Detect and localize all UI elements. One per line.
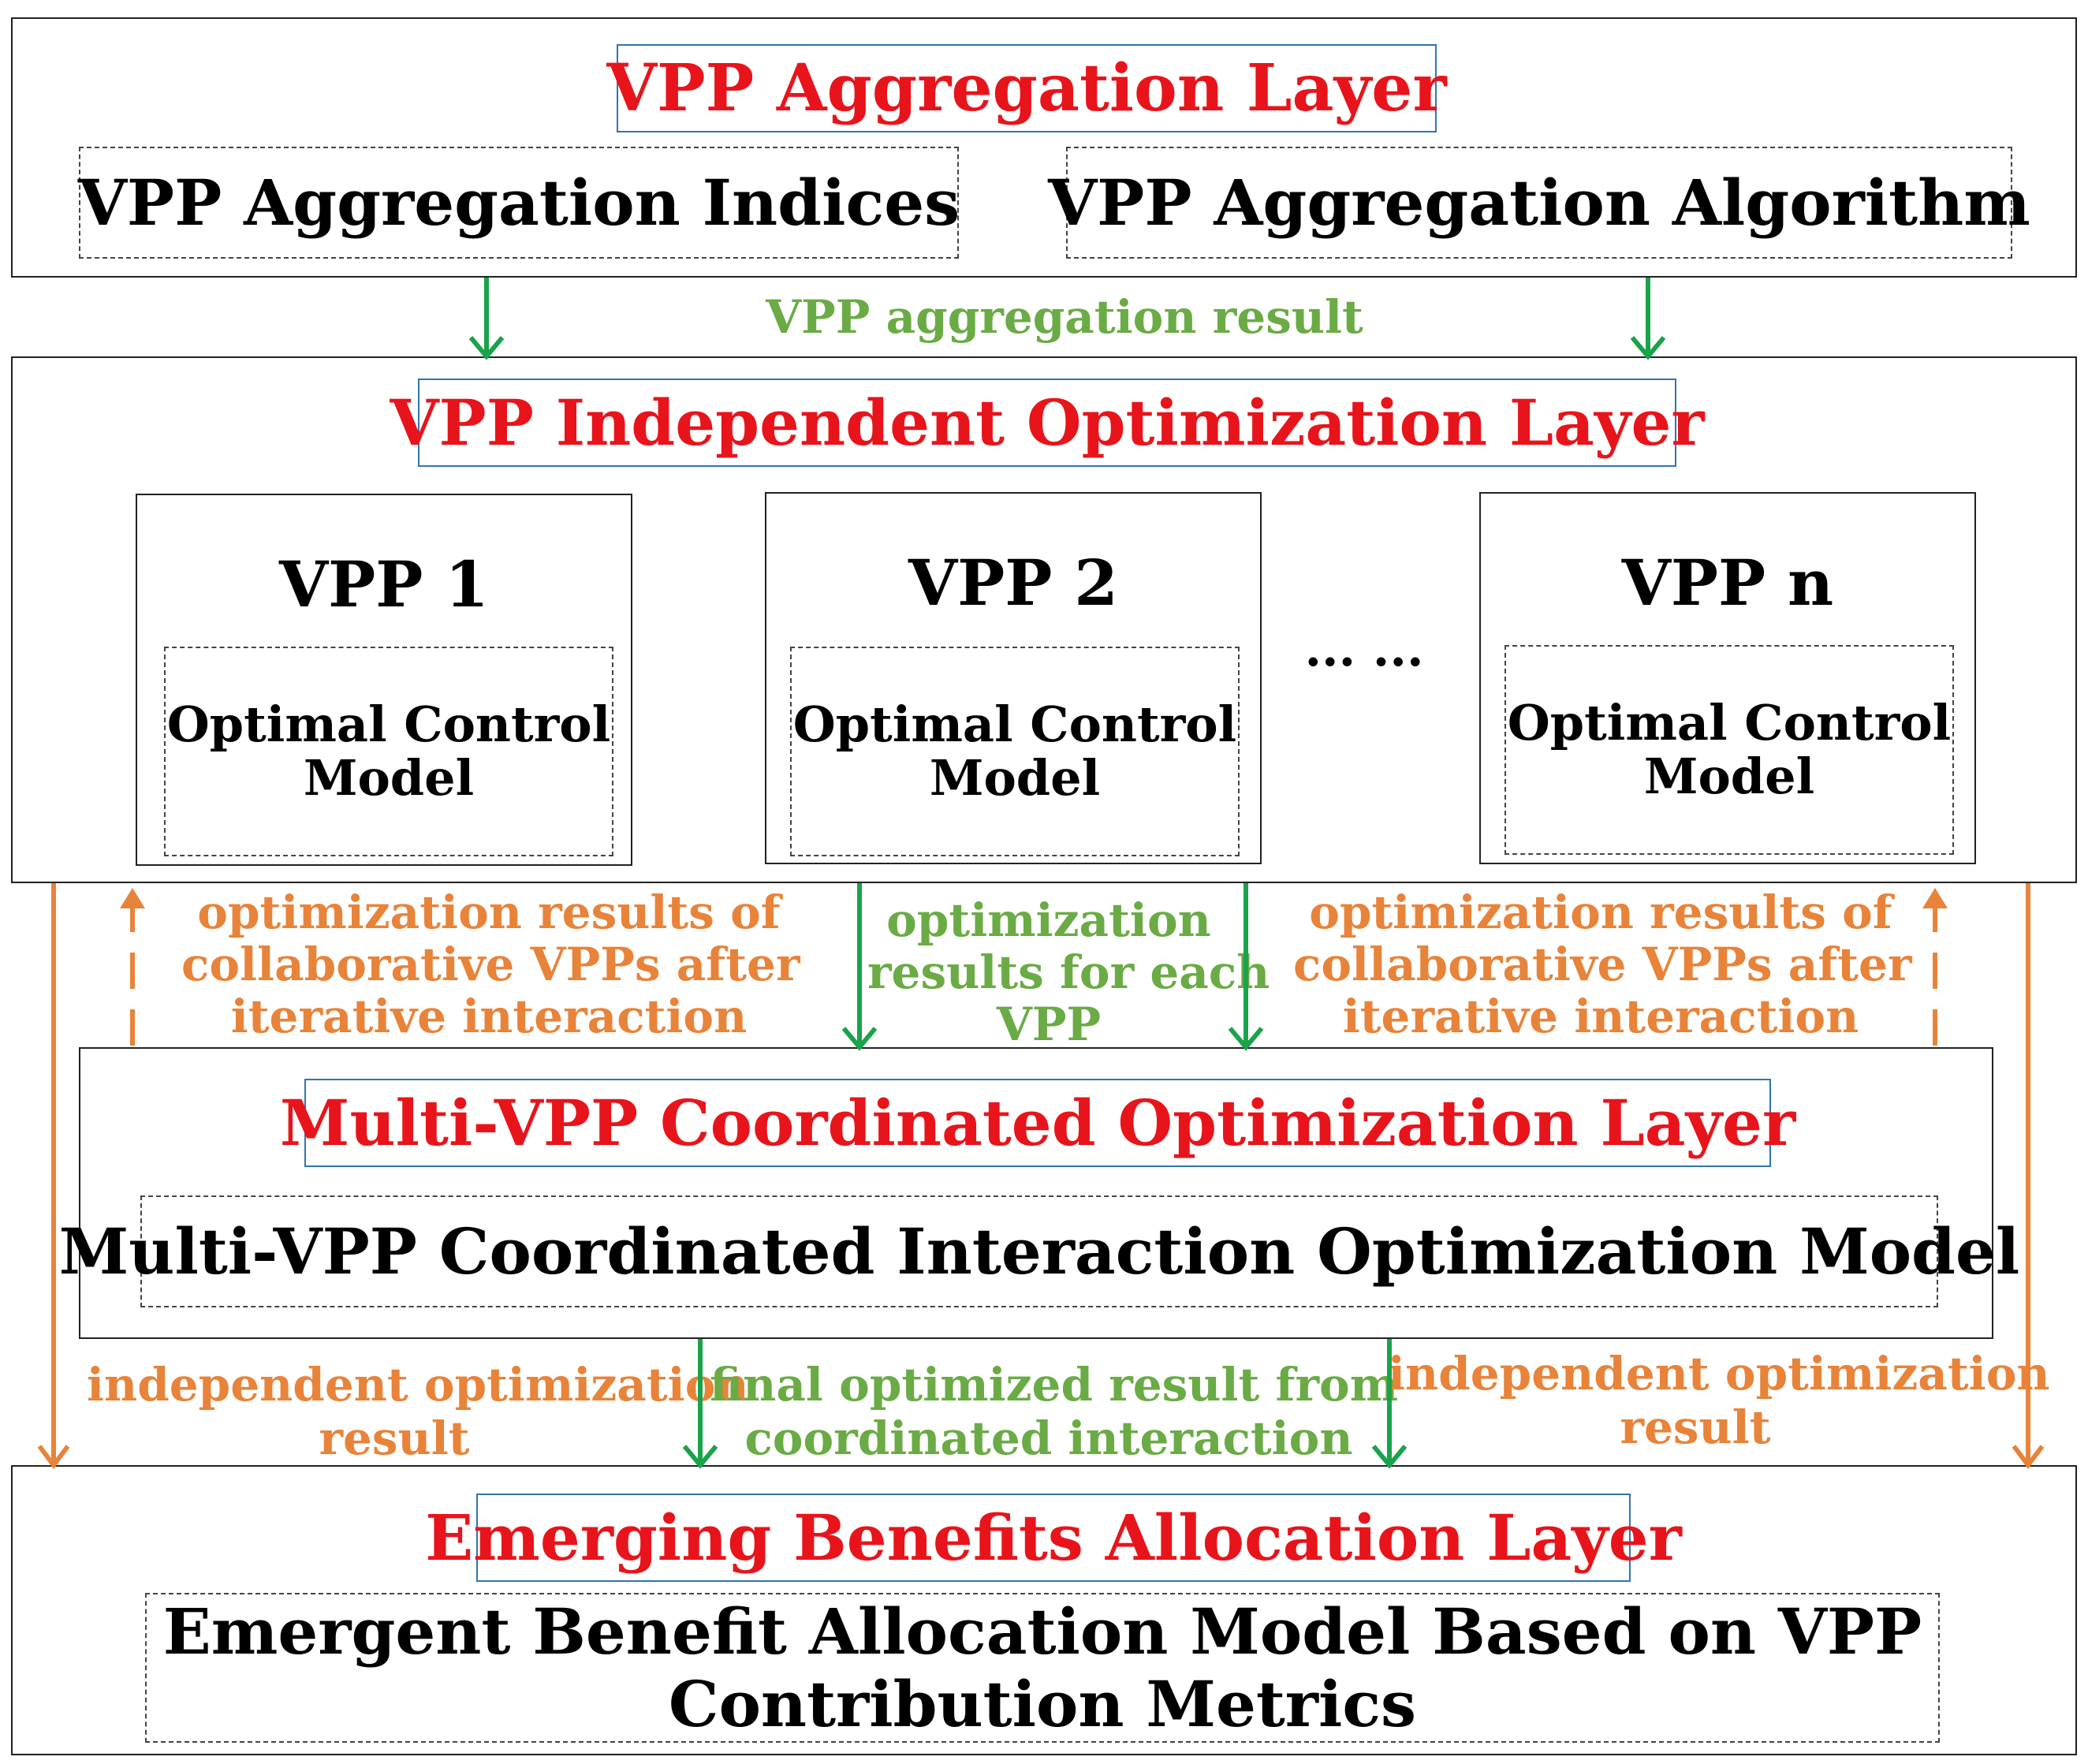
aggregation-result-label: VPP aggregation result: [766, 290, 1363, 344]
arrow-aggregation-to-independent-left: [468, 278, 505, 360]
vpp-2-box: VPP 2 Optimal Control Model: [765, 492, 1262, 864]
vpp-n-model-line1: Optimal Control: [1507, 694, 1952, 751]
arrow-coordinated-to-benefits-right: [1371, 1339, 1408, 1469]
benefit-model-line1: Emergent Benefit Allocation Model Based …: [162, 1594, 1922, 1669]
vpp-2-model: Optimal Control Model: [790, 647, 1240, 856]
vpp-1-model-line1: Optimal Control: [166, 696, 611, 753]
coordinated-layer-title: Multi-VPP Coordinated Optimization Layer: [280, 1079, 1795, 1167]
vpp-ellipsis: ... ...: [1304, 620, 1424, 677]
arrow-independent-to-benefits-right: [2012, 883, 2045, 1469]
aggregation-layer-title: VPP Aggregation Layer: [606, 44, 1447, 132]
benefit-allocation-model-box: Emergent Benefit Allocation Model Based …: [145, 1593, 1940, 1743]
final-result-label: final optimized result from coordinated …: [710, 1358, 1399, 1465]
vpp-1-title: VPP 1: [279, 547, 489, 621]
arrow-independent-to-coordinated-left: [841, 883, 878, 1051]
vpp-n-model: Optimal Control Model: [1504, 645, 1954, 855]
vpp-2-model-line2: Model: [929, 749, 1101, 807]
coordinated-optimization-layer: [79, 1047, 1993, 1339]
collab-results-label-left: optimization results of collaborative VP…: [181, 886, 800, 1043]
aggregation-indices-box: VPP Aggregation Indices: [78, 147, 960, 259]
arrow-coordinated-to-independent-right: [1922, 888, 1948, 1046]
vpp-n-title: VPP n: [1621, 546, 1834, 620]
each-vpp-results-label: optimization results for each VPP: [867, 893, 1270, 1051]
aggregation-algorithm-box: VPP Aggregation Algorithm: [1048, 147, 2030, 259]
vpp-n-box: VPP n Optimal Control Model: [1479, 492, 1976, 864]
vpp-1-model: Optimal Control Model: [164, 647, 613, 856]
benefits-layer-title: Emerging Benefits Allocation Layer: [425, 1494, 1682, 1582]
independent-result-label-left: independent optimization result: [87, 1358, 749, 1465]
arrow-coordinated-to-independent-left: [120, 888, 145, 1046]
arrow-independent-to-coordinated-right: [1228, 883, 1264, 1051]
arrow-aggregation-to-independent-right: [1630, 278, 1666, 360]
independent-layer-title: VPP Independent Optimization Layer: [390, 379, 1705, 467]
vpp-1-model-line2: Model: [303, 749, 475, 807]
collab-results-label-right: optimization results of collaborative VP…: [1293, 886, 1912, 1043]
vpp-1-box: VPP 1 Optimal Control Model: [136, 494, 632, 866]
benefit-model-line2: Contribution Metrics: [668, 1667, 1417, 1741]
independent-result-label-right: independent optimization result: [1388, 1347, 2050, 1454]
coordinated-model-box: Multi-VPP Coordinated Interaction Optimi…: [59, 1195, 2019, 1307]
benefits-allocation-layer: [11, 1465, 2077, 1755]
arrow-independent-to-benefits-left: [37, 883, 70, 1469]
vpp-n-model-line2: Model: [1643, 748, 1815, 805]
vpp-2-title: VPP 2: [908, 546, 1118, 620]
arrow-coordinated-to-benefits-left: [682, 1339, 718, 1469]
vpp-2-model-line1: Optimal Control: [792, 696, 1237, 753]
